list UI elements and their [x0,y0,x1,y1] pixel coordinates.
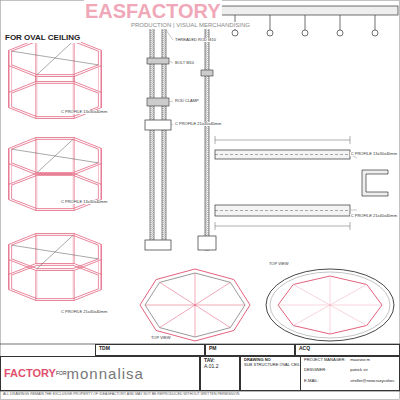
part-label: ROD CLAMP [174,99,200,103]
field-label: TDM [99,346,201,352]
part-label: THREADED ROD M10 [174,38,217,42]
brand-subtitle: PRODUCTION | VISUAL MERCHANDISING [130,22,251,29]
brand-logo: EASFACTORY [84,0,222,22]
field-value: streller@newcrazycolors [350,379,396,389]
sheet-title: FOR OVAL CEILING [4,34,81,43]
leader-lines [166,30,173,125]
part-label: BOLT M10 [174,61,195,65]
part-label: C PROFILE 21x40x40mm [60,310,108,314]
disclaimer-note: ALL DRAWINGS REMAIN THE EXCLUSIVE PROPER… [2,393,240,397]
field-label: PM [209,346,291,352]
ceiling-beam [212,6,398,15]
hangers [232,15,378,36]
title-cell: TDM [95,344,205,356]
logo-cell: FACTORYFORmonnalisa [0,356,200,391]
view-label: TOP VIEW [268,262,289,266]
octagon-frames-3d [9,40,101,301]
threaded-rods [145,10,216,250]
client-name: monnalisa [67,365,144,382]
part-label: C PROFILE 13x30x40mm [60,200,108,204]
field-value: A.01.2 [204,364,236,370]
title-cell: DRAWING NOSUB STRUCTURE OVAL CEIL. [240,356,306,391]
title-cell: TAV:A.01.2 [200,356,240,391]
field-value: maurizio m [350,358,396,368]
field-value: E-MAIL: [304,379,347,389]
title-cell: ACQ [295,344,400,356]
logo-text: FACTORY [4,367,56,380]
part-label: C PROFILE 13x30x40mm [350,152,398,156]
part-label: C PROFILE 21x40x40mm [174,122,222,126]
title-block [0,344,400,391]
designer-cell: PROJECT MANAGER:maurizio mDESIGNER:patri… [300,356,400,391]
part-label: C PROFILE 13x30x40mm [60,110,108,114]
for-text: FOR [56,371,67,377]
field-label: PROJECT MANAGER: [304,358,347,368]
field-value: DESIGNER: [304,368,347,378]
view-label: TOP VIEW [150,336,171,340]
title-cell: PM [205,344,295,356]
field-label: ACQ [299,346,396,352]
part-label: C PROFILE 21x40x40mm [350,214,398,218]
field-value: SUB STRUCTURE OVAL CEIL. [244,363,302,368]
field-value: patrick str [350,368,396,378]
top-views [140,269,394,341]
